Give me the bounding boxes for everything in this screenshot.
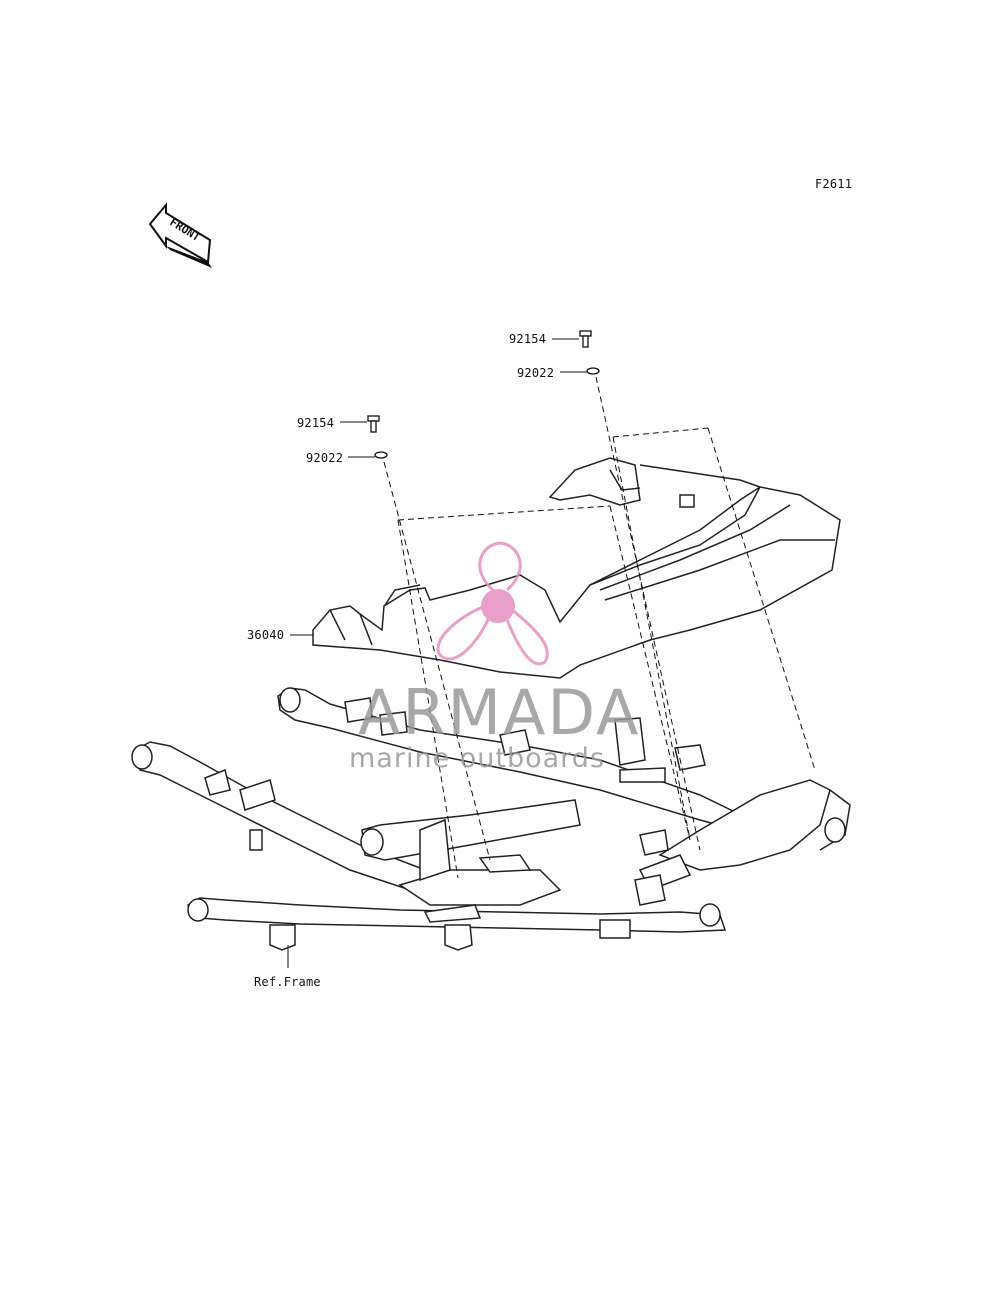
part-label-92154-b: 92154: [297, 416, 335, 430]
part-label-92154-a: 92154: [509, 332, 547, 346]
part-label-92022-b: 92022: [306, 451, 344, 465]
part-label-ref-frame: Ref.Frame: [254, 975, 321, 989]
part-label-36040: 36040: [247, 628, 285, 642]
front-arrow-icon: FRONT: [148, 202, 212, 268]
seat-cover: [312, 457, 841, 679]
frame: [131, 687, 851, 951]
watermark-logo-icon: [436, 541, 549, 666]
screw-92154-b: [367, 415, 380, 433]
screw-92154-a: [579, 330, 592, 348]
part-label-92022-a: 92022: [517, 366, 555, 380]
assembly-lines: [383, 376, 816, 879]
figure-code: F2611: [815, 177, 853, 191]
leader-lines: [287, 338, 587, 968]
washer-92022-a: [586, 367, 600, 375]
watermark-title: ARMADA: [358, 676, 641, 749]
washer-92022-b: [374, 451, 388, 459]
watermark-subtitle: marine outboards: [349, 743, 606, 774]
